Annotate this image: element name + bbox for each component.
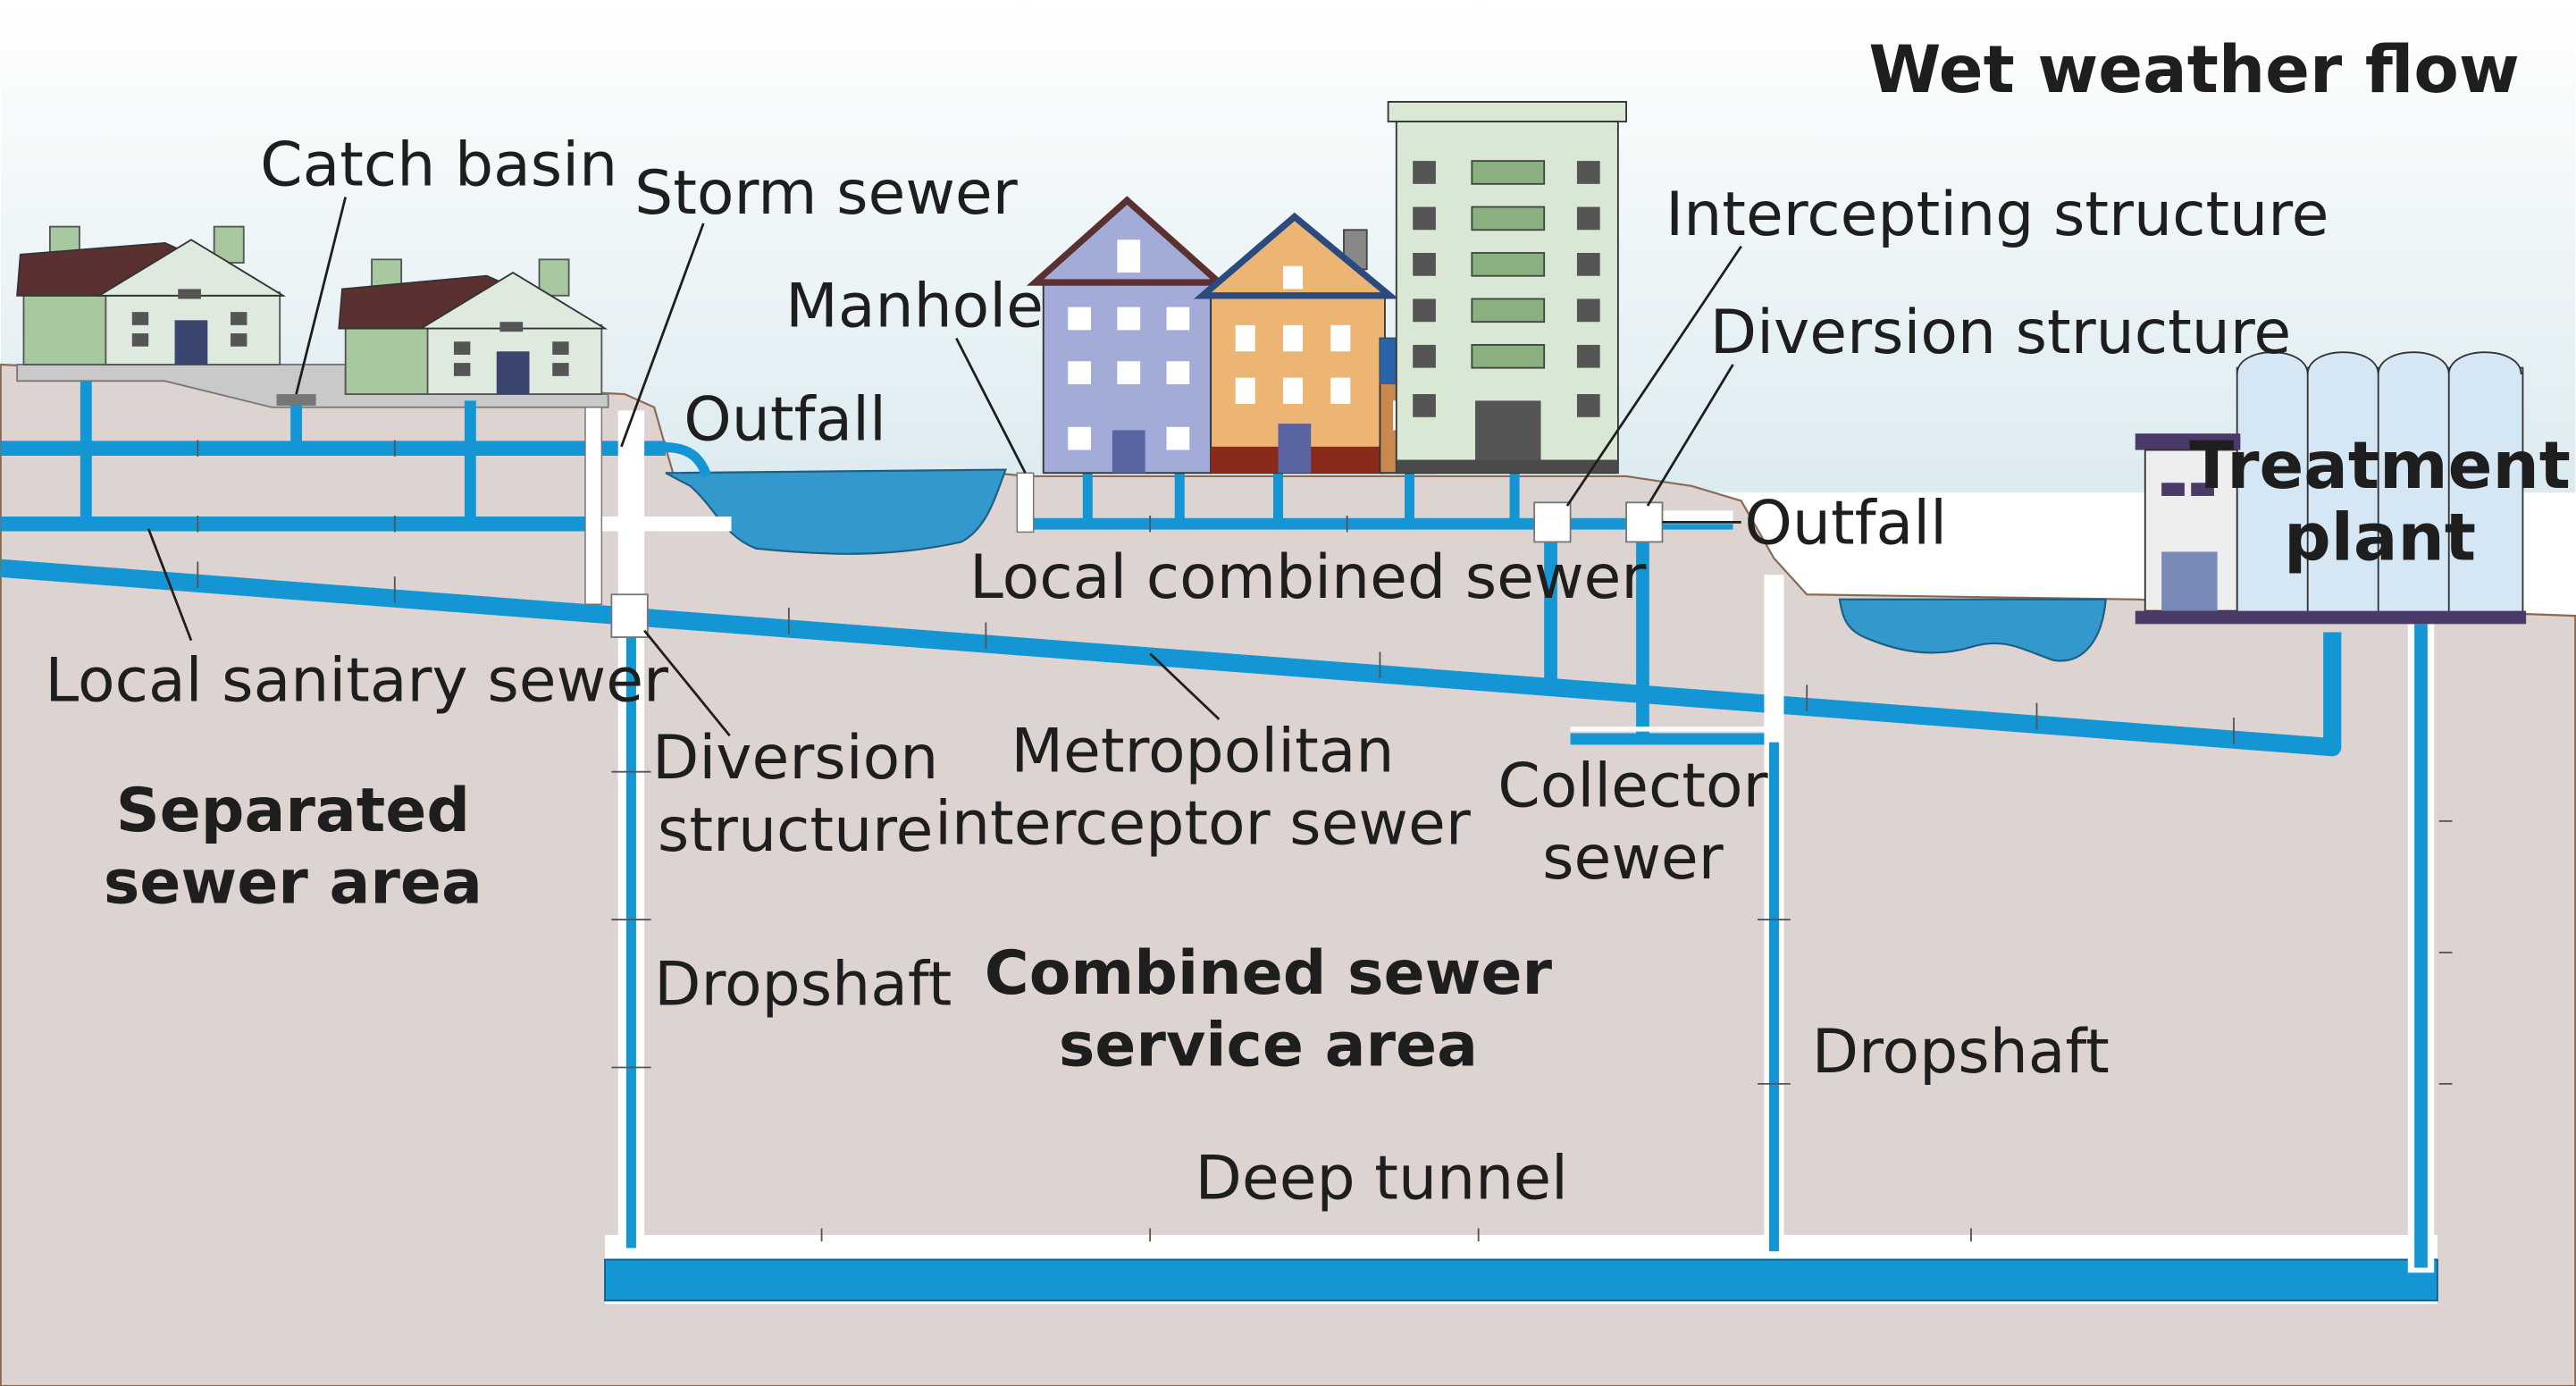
interceptor-pipe <box>0 559 2342 757</box>
label-dropshaft-left: Dropshaft <box>654 950 952 1021</box>
label-catch-basin: Catch basin <box>260 130 617 201</box>
lake-right <box>1838 598 2107 662</box>
labels: Wet weather flow Catch basin Storm sewer… <box>45 32 2571 1214</box>
pipes <box>0 381 2438 1305</box>
label-combined-area-2: service area <box>1059 1011 1478 1081</box>
label-dropshaft-right: Dropshaft <box>1812 1017 2110 1088</box>
storm-sewer-vertical <box>584 407 603 606</box>
label-local-sanitary-sewer: Local sanitary sewer <box>45 646 668 717</box>
building-orange <box>1194 212 1399 475</box>
label-treatment-plant-line-2: plant <box>2284 500 2476 576</box>
label-intercepting-structure: Intercepting structure <box>1666 180 2328 250</box>
label-outfall-right: Outfall <box>1744 488 1947 559</box>
label-treatment-plant-line-1: Treatment <box>2189 428 2571 504</box>
label-combined-area-1: Combined sewer <box>985 938 1553 1009</box>
house-2 <box>338 258 608 395</box>
label-diversion-structure-top: Diversion structure <box>1710 298 2291 368</box>
catch-basin <box>276 394 316 406</box>
label-metropolitan-2: interceptor sewer <box>935 789 1471 860</box>
building-blue <box>1026 196 1228 475</box>
label-separated-area-2: sewer area <box>104 848 482 919</box>
house-1 <box>16 225 287 365</box>
diversion-box-right <box>1625 501 1664 543</box>
label-manhole: Manhole <box>785 272 1044 342</box>
label-storm-sewer: Storm sewer <box>634 158 1018 229</box>
label-local-combined-sewer: Local combined sewer <box>969 542 1646 613</box>
label-outfall-left: Outfall <box>684 384 886 455</box>
label-metropolitan-1: Metropolitan <box>1011 717 1394 787</box>
storm-sewer-to-river <box>640 441 712 478</box>
diversion-box-left <box>610 593 649 638</box>
label-separated-area-1: Separated <box>116 776 470 846</box>
treatment-plant <box>2135 351 2527 625</box>
label-diversion-structure-left-2: structure <box>658 795 934 866</box>
label-diversion-structure-left-1: Diversion <box>652 723 938 794</box>
label-collector-2: sewer <box>1542 823 1724 894</box>
diagram-title: Wet weather flow <box>1868 32 2519 108</box>
manhole-pipe <box>1016 472 1035 533</box>
intercepting-box <box>1533 501 1572 543</box>
label-deep-tunnel: Deep tunnel <box>1196 1144 1568 1214</box>
deep-tunnel-flow <box>604 1258 2438 1302</box>
pipe-ticks <box>197 440 2453 1242</box>
leader-lines <box>147 197 1742 737</box>
label-collector-1: Collector <box>1498 751 1767 821</box>
building-tower <box>1387 101 1627 475</box>
